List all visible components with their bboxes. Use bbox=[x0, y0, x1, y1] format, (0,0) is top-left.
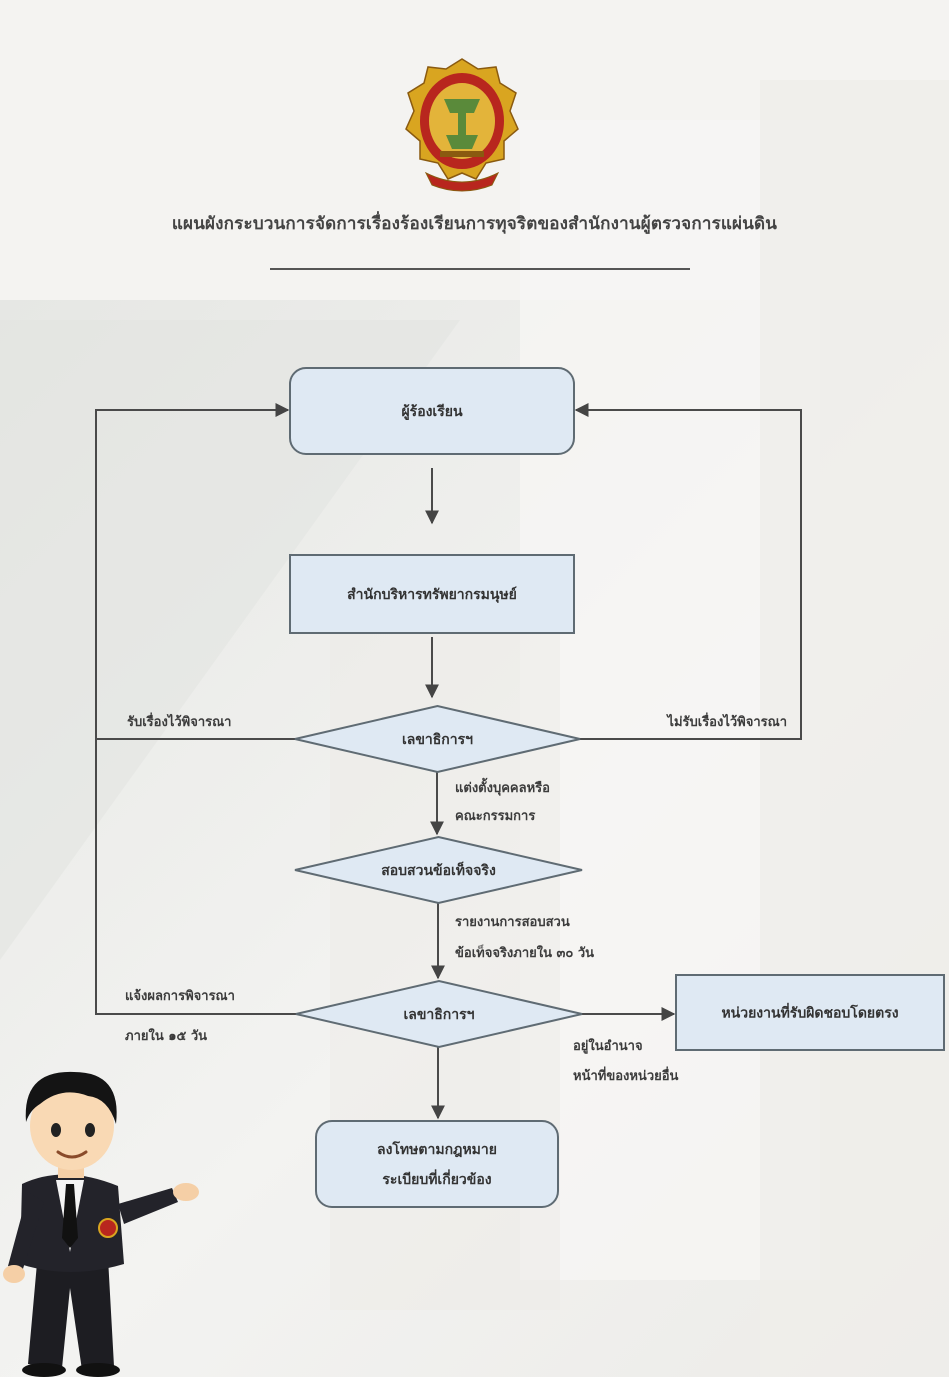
edge-label: ภายใน ๑๕ วัน bbox=[125, 1027, 207, 1044]
edge-label: รับเรื่องไว้พิจารณา bbox=[127, 712, 231, 730]
page-title: แผนผังกระบวนการจัดการเรื่องร้องเรียนการท… bbox=[171, 214, 778, 234]
edge-label: อยู่ในอำนาจ bbox=[573, 1037, 643, 1054]
node-label: ระเบียบที่เกี่ยวข้อง bbox=[382, 1169, 491, 1188]
node-label: หน่วยงานที่รับผิดชอบโดยตรง bbox=[721, 1003, 898, 1022]
officer-pointing-illustration-icon bbox=[3, 1071, 199, 1377]
title-divider bbox=[270, 268, 690, 270]
connector-secretary-general-2-to-complainant bbox=[95, 739, 296, 1015]
decision-shape bbox=[294, 704, 581, 774]
edge-label: ไม่รับเรื่องไว้พิจารณา bbox=[665, 712, 787, 730]
process-shape bbox=[675, 974, 945, 1051]
edge-label: คณะกรรมการ bbox=[455, 809, 535, 824]
connector-secretary-general-1-to-complainant bbox=[574, 403, 802, 740]
edge-label: แต่งตั้งบุคคลหรือ bbox=[455, 777, 550, 796]
node-hr-office: สำนักบริหารทรัพยากรมนุษย์ bbox=[289, 554, 575, 634]
edge-label: ข้อเท็จจริงภายใน ๓๐ วัน bbox=[455, 943, 594, 961]
edge-label: แจ้งผลการพิจารณา bbox=[125, 988, 235, 1004]
background-column bbox=[760, 80, 949, 1377]
terminal-shape bbox=[289, 367, 575, 455]
connector-secretary-general-1-to-complainant bbox=[95, 403, 295, 740]
node-label: เลขาธิการฯ bbox=[403, 1007, 474, 1023]
node-responsible-agency: หน่วยงานที่รับผิดชอบโดยตรง bbox=[675, 974, 945, 1051]
node-fact-finding: สอบสวนข้อเท็จจริง bbox=[294, 835, 583, 905]
node-secretary-general-2: เลขาธิการฯ bbox=[295, 979, 583, 1049]
terminal-shape bbox=[315, 1120, 559, 1208]
node-label: ลงโทษตามกฎหมาย bbox=[377, 1140, 497, 1158]
node-secretary-general-1: เลขาธิการฯ bbox=[294, 704, 581, 774]
node-label: สอบสวนข้อเท็จจริง bbox=[381, 861, 496, 879]
office-emblem-icon bbox=[405, 58, 519, 192]
decision-shape bbox=[295, 979, 583, 1049]
edge-label: หน้าที่ของหน่วยอื่น bbox=[573, 1066, 679, 1084]
node-complainant: ผู้ร้องเรียน bbox=[289, 367, 575, 455]
edge-label: รายงานการสอบสวน bbox=[455, 915, 570, 930]
node-label: สำนักบริหารทรัพยากรมนุษย์ bbox=[347, 586, 517, 603]
node-label: ผู้ร้องเรียน bbox=[401, 404, 462, 420]
node-label: เลขาธิการฯ bbox=[402, 732, 473, 748]
decision-shape bbox=[294, 835, 583, 905]
process-shape bbox=[289, 554, 575, 634]
